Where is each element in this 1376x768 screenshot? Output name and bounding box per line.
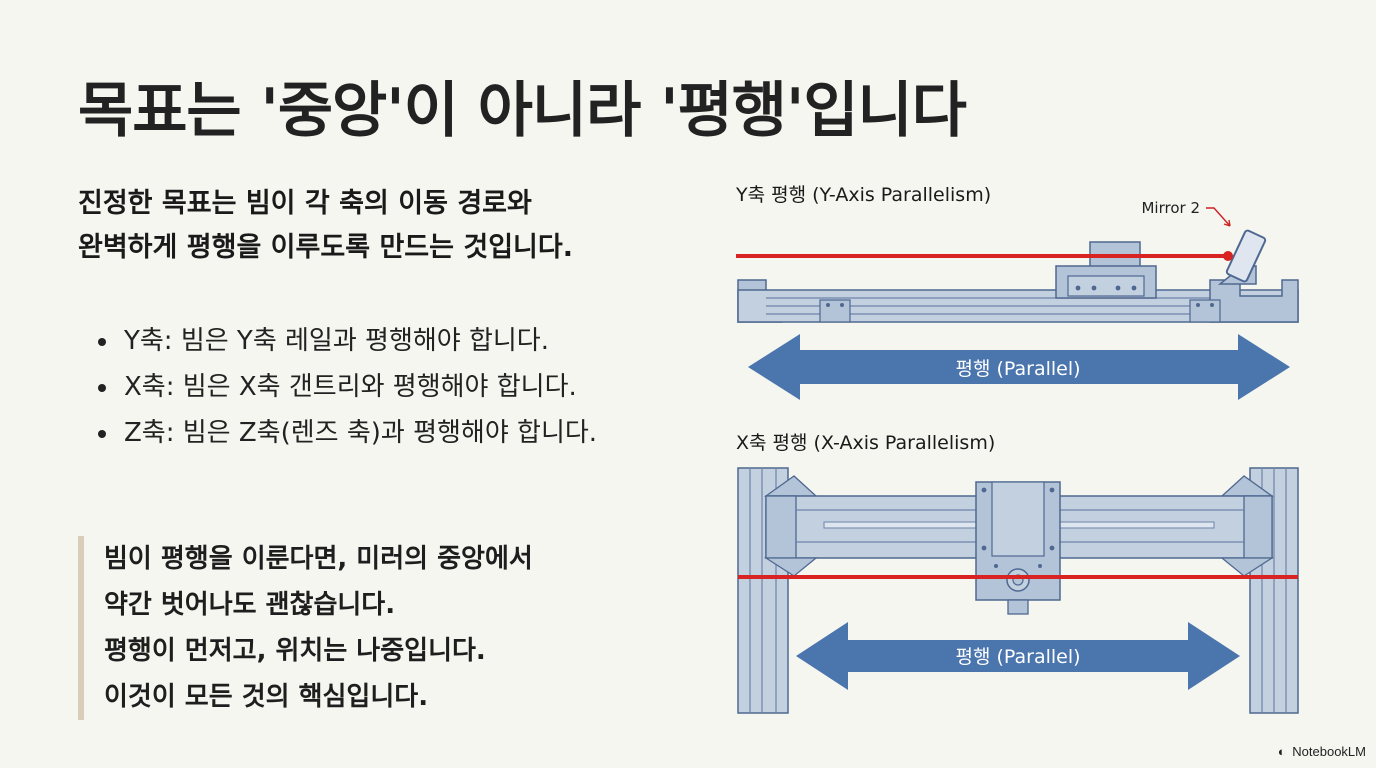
callout-line-1: 빔이 평행을 이룬다면, 미러의 중앙에서 xyxy=(104,544,533,574)
y-axis-parallel-arrow: 평행 (Parallel) xyxy=(748,334,1290,400)
parallelism-diagram: Y축 평행 (Y-Axis Parallelism) xyxy=(735,184,1299,714)
x-axis-right-upright xyxy=(1249,467,1299,714)
lead-text: 진정한 목표는 빔이 각 축의 이동 경로와 완벽하게 평행을 이루도록 만드는… xyxy=(78,182,678,270)
lead-line-1: 진정한 목표는 빔이 각 축의 이동 경로와 xyxy=(78,188,532,219)
mirror-2-callout: Mirror 2 xyxy=(1141,199,1231,227)
y-axis-laser-beam xyxy=(736,251,1233,261)
brand-label: NotebookLM xyxy=(1292,744,1366,759)
y-axis-diagram-title: Y축 평행 (Y-Axis Parallelism) xyxy=(735,184,991,206)
x-axis-parallel-arrow: 평행 (Parallel) xyxy=(796,622,1240,690)
mirror-2-label: Mirror 2 xyxy=(1141,199,1200,217)
callout-line-3: 평행이 먼저고, 위치는 나중입니다. xyxy=(104,636,486,666)
callout-line-4: 이것이 모든 것의 핵심입니다. xyxy=(104,682,429,712)
y-axis-carriage xyxy=(1055,241,1157,299)
lead-line-2: 완벽하게 평행을 이루도록 만드는 것입니다. xyxy=(78,232,573,263)
notebooklm-logo-icon: ◐ xyxy=(1277,744,1286,759)
x-axis-carriage xyxy=(975,481,1061,615)
key-point-callout: 빔이 평행을 이룬다면, 미러의 중앙에서 약간 벗어나도 괜찮습니다. 평행이… xyxy=(78,536,664,720)
bullet-z-axis: Z축: 빔은 Z축(렌즈 축)과 평행해야 합니다. xyxy=(120,410,597,456)
axis-bullet-list: Y축: 빔은 Y축 레일과 평행해야 합니다. X축: 빔은 X축 갠트리와 평… xyxy=(96,318,597,456)
page-title: 목표는 '중앙'이 아니라 '평행'입니다 xyxy=(78,76,967,146)
x-arrow-label: 평행 (Parallel) xyxy=(955,646,1080,668)
mirror-2-icon xyxy=(1217,229,1267,285)
bullet-x-axis: X축: 빔은 X축 갠트리와 평행해야 합니다. xyxy=(120,364,597,410)
y-axis-rail xyxy=(737,279,1299,323)
notebooklm-brand: ◐ NotebookLM xyxy=(1278,744,1366,759)
callout-line-2: 약간 벗어나도 괜찮습니다. xyxy=(104,590,396,620)
y-arrow-label: 평행 (Parallel) xyxy=(955,358,1080,380)
bullet-y-axis: Y축: 빔은 Y축 레일과 평행해야 합니다. xyxy=(120,318,597,364)
x-axis-diagram-title: X축 평행 (X-Axis Parallelism) xyxy=(736,432,995,454)
